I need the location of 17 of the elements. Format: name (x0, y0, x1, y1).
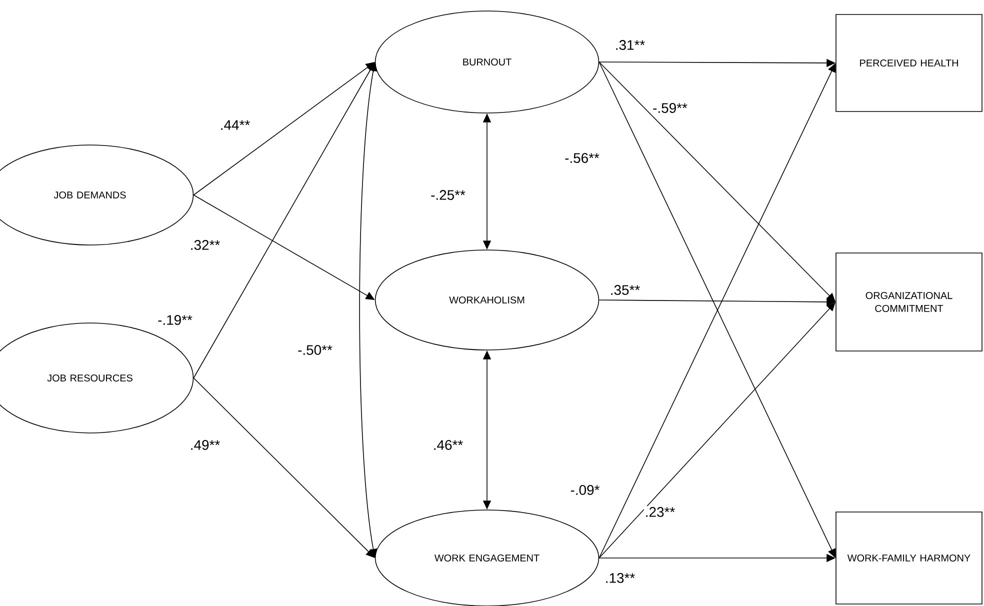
path-coefficient: .35** (608, 284, 642, 296)
path-coefficient: .49** (188, 439, 222, 451)
path-coefficient: -.09* (569, 484, 601, 496)
path-coefficient: .13** (604, 572, 636, 584)
path-coefficient: .23** (644, 506, 676, 518)
path-coefficient: .46** (432, 439, 464, 451)
outcome-box: PERCEIVED HEALTH (836, 14, 982, 112)
path-coefficient: -.59** (652, 102, 688, 114)
outcome-box: WORK-FAMILY HARMONY (836, 512, 982, 604)
arrow (193, 378, 375, 558)
path-coefficient: .44** (218, 119, 252, 131)
arrow (193, 62, 375, 378)
path-coefficient: -.25** (430, 189, 466, 201)
path-coefficient: -.50** (296, 344, 334, 356)
outcome-box: ORGANIZATIONAL COMMITMENT (836, 252, 982, 352)
path-coefficient: -.56** (564, 152, 600, 164)
path-coefficient: .31** (614, 39, 646, 51)
